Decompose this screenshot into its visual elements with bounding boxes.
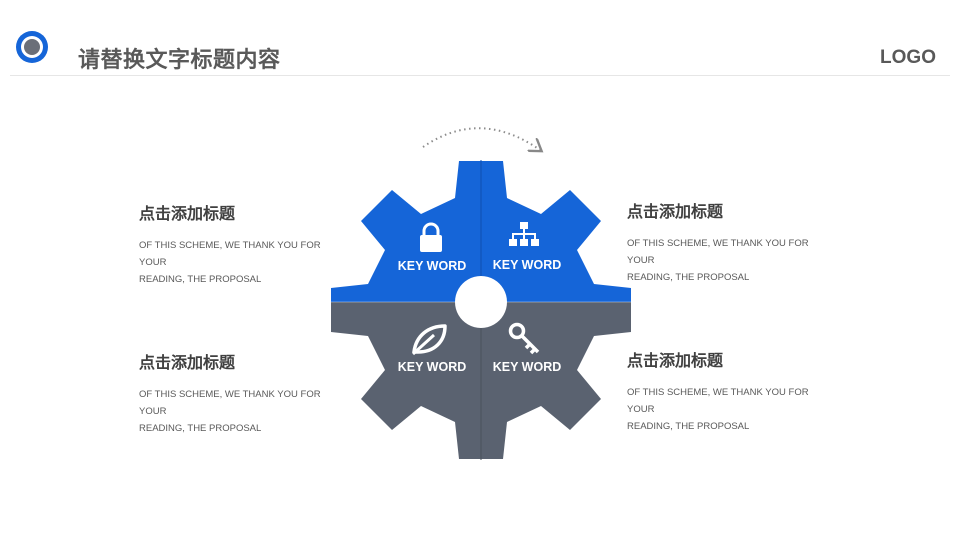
text-block-top-left: 点击添加标题 OF THIS SCHEME, WE THANK YOU FOR … bbox=[139, 200, 349, 288]
keyword-label-top-left: KEY WORD bbox=[397, 259, 467, 273]
text-block-top-right: 点击添加标题 OF THIS SCHEME, WE THANK YOU FOR … bbox=[627, 198, 837, 286]
block-body: OF THIS SCHEME, WE THANK YOU FOR YOUR RE… bbox=[139, 386, 349, 437]
rotation-arrow bbox=[422, 127, 540, 150]
keyword-label-bottom-right: KEY WORD bbox=[492, 360, 562, 374]
block-body: OF THIS SCHEME, WE THANK YOU FOR YOUR RE… bbox=[627, 384, 837, 435]
block-body-line: OF THIS SCHEME, WE THANK YOU FOR YOUR bbox=[139, 240, 321, 268]
block-body-line: READING, THE PROPOSAL bbox=[139, 274, 262, 285]
block-body: OF THIS SCHEME, WE THANK YOU FOR YOUR RE… bbox=[139, 237, 349, 288]
page-title: 请替换文字标题内容 bbox=[78, 48, 281, 73]
block-body-line: OF THIS SCHEME, WE THANK YOU FOR YOUR bbox=[627, 238, 809, 266]
logo-text: LOGO bbox=[880, 47, 936, 68]
key-icon bbox=[508, 322, 540, 355]
block-body-line: READING, THE PROPOSAL bbox=[627, 421, 750, 432]
block-title: 点击添加标题 bbox=[627, 351, 724, 370]
block-body-line: READING, THE PROPOSAL bbox=[139, 423, 262, 434]
block-title: 点击添加标题 bbox=[627, 202, 724, 221]
hierarchy-icon bbox=[509, 222, 539, 246]
text-block-bottom-left: 点击添加标题 OF THIS SCHEME, WE THANK YOU FOR … bbox=[139, 349, 349, 437]
block-title: 点击添加标题 bbox=[139, 353, 236, 372]
block-body: OF THIS SCHEME, WE THANK YOU FOR YOUR RE… bbox=[627, 235, 837, 286]
lock-icon bbox=[420, 222, 442, 252]
leaf-icon bbox=[411, 324, 447, 356]
keyword-label-top-right: KEY WORD bbox=[492, 258, 562, 272]
brand-circle-icon bbox=[16, 24, 61, 70]
block-title: 点击添加标题 bbox=[139, 204, 236, 223]
block-body-line: OF THIS SCHEME, WE THANK YOU FOR YOUR bbox=[627, 387, 809, 415]
text-block-bottom-right: 点击添加标题 OF THIS SCHEME, WE THANK YOU FOR … bbox=[627, 347, 837, 435]
block-body-line: READING, THE PROPOSAL bbox=[627, 272, 750, 283]
header-divider bbox=[10, 75, 950, 76]
block-body-line: OF THIS SCHEME, WE THANK YOU FOR YOUR bbox=[139, 389, 321, 417]
keyword-label-bottom-left: KEY WORD bbox=[397, 360, 467, 374]
